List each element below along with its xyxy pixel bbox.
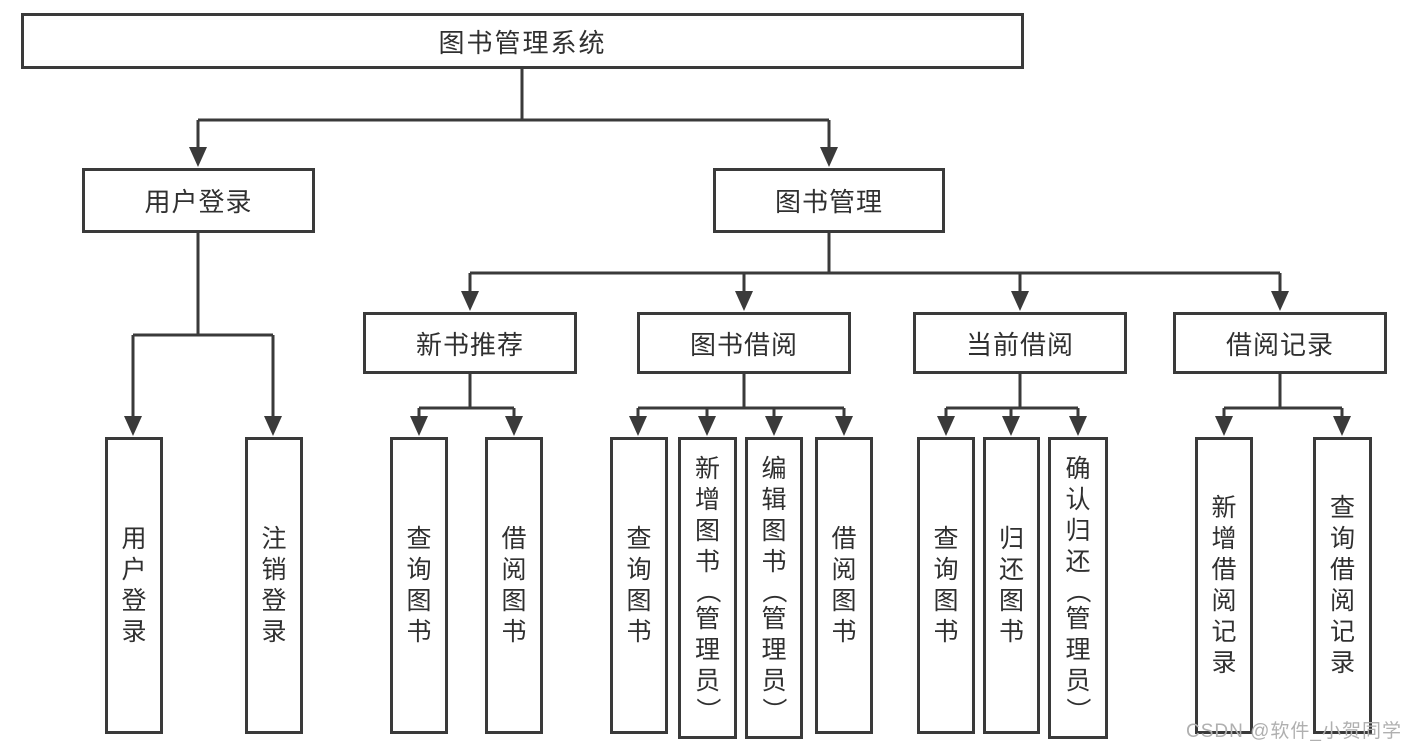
node-root: 图书管理系统 — [21, 13, 1024, 69]
leaf-add-book-admin: 新增图书（管理员） — [678, 437, 737, 739]
node-new-book-recommendation: 新书推荐 — [363, 312, 577, 374]
leaf-borrow-books-borrowing: 借阅图书 — [815, 437, 873, 734]
node-borrowing-records: 借阅记录 — [1173, 312, 1387, 374]
node-book-borrowing-label: 图书借阅 — [689, 329, 798, 360]
node-book-borrowing: 图书借阅 — [637, 312, 851, 374]
node-user-login-label: 用户登录 — [144, 187, 253, 217]
leaf-query-borrow-record: 查询借阅记录 — [1313, 437, 1372, 734]
leaf-add-borrow-record: 新增借阅记录 — [1195, 437, 1253, 734]
arrowheads — [124, 147, 1351, 436]
leaf-edit-book-admin: 编辑图书（管理员） — [745, 437, 803, 739]
node-user-login: 用户登录 — [82, 168, 315, 233]
leaf-query-books-recommend: 查询图书 — [390, 437, 448, 734]
leaf-return-book: 归还图书 — [983, 437, 1040, 734]
node-root-label: 图书管理系统 — [438, 27, 607, 58]
node-book-management-label: 图书管理 — [774, 187, 883, 217]
leaf-user-login: 用户登录 — [105, 437, 163, 734]
node-new-book-recommendation-label: 新书推荐 — [415, 329, 524, 360]
leaf-logout: 注销登录 — [245, 437, 303, 734]
watermark: CSDN @软件_小贺同学 — [1186, 721, 1402, 742]
node-book-management: 图书管理 — [713, 168, 945, 233]
leaf-borrow-books-recommend: 借阅图书 — [485, 437, 543, 734]
leaf-query-books-borrowing: 查询图书 — [610, 437, 668, 734]
node-current-borrowing: 当前借阅 — [913, 312, 1127, 374]
node-borrowing-records-label: 借阅记录 — [1225, 329, 1334, 360]
leaf-query-books-current: 查询图书 — [917, 437, 975, 734]
leaf-confirm-return-admin: 确认归还（管理员） — [1048, 437, 1108, 739]
node-current-borrowing-label: 当前借阅 — [965, 329, 1074, 360]
